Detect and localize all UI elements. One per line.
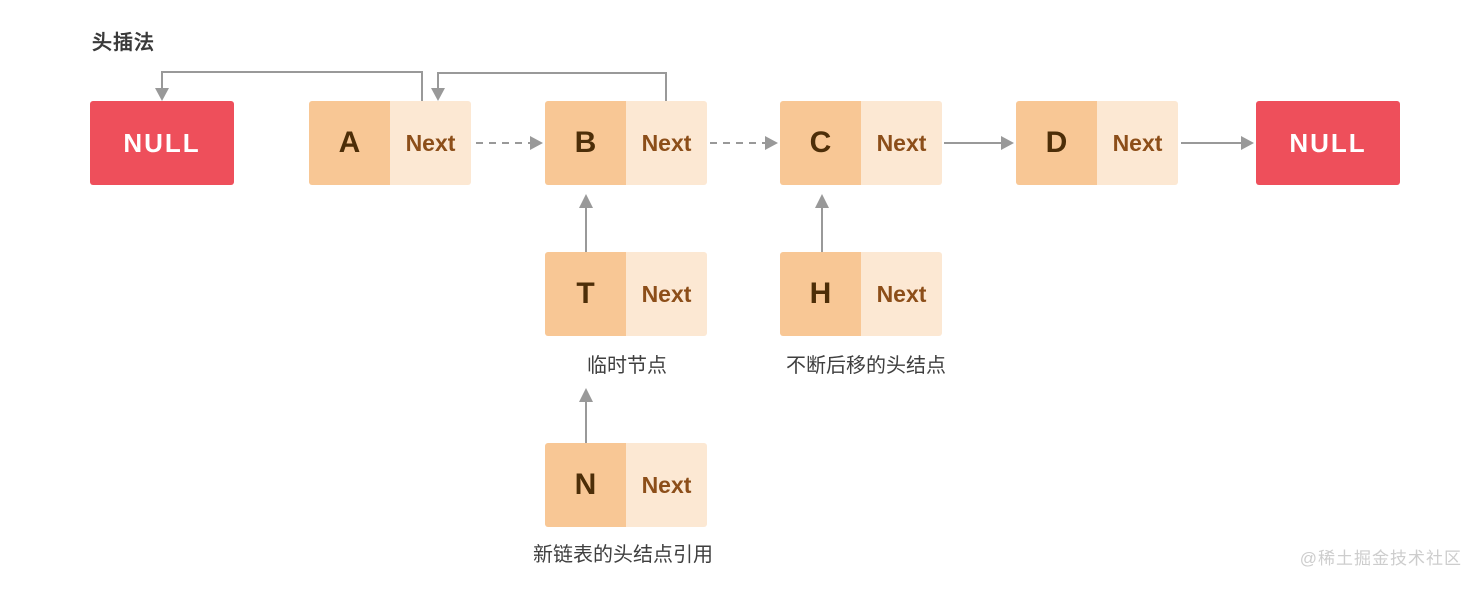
node-c: C Next xyxy=(780,101,942,185)
null-box-left: NULL xyxy=(90,101,234,185)
node-n-letter: N xyxy=(545,443,626,527)
node-c-letter: C xyxy=(780,101,861,185)
node-h-letter: H xyxy=(780,252,861,336)
node-b: B Next xyxy=(545,101,707,185)
arrow-c-to-d xyxy=(944,136,1014,150)
node-t-next: Next xyxy=(626,252,707,336)
node-b-letter: B xyxy=(545,101,626,185)
node-b-next: Next xyxy=(626,101,707,185)
node-a-next: Next xyxy=(390,101,471,185)
arrow-t-to-b xyxy=(579,194,593,252)
node-h-next: Next xyxy=(861,252,942,336)
caption-moving-head: 不断后移的头结点 xyxy=(786,355,946,377)
node-d: D Next xyxy=(1016,101,1178,185)
arrow-n-up xyxy=(579,388,593,443)
node-n: N Next xyxy=(545,443,707,527)
diagram-title: 头插法 xyxy=(92,32,155,54)
arrow-b-to-c-dashed xyxy=(710,136,778,150)
watermark: @稀土掘金技术社区 xyxy=(1299,549,1462,568)
arrow-h-to-c xyxy=(815,194,829,252)
node-a-letter: A xyxy=(309,101,390,185)
node-c-next: Next xyxy=(861,101,942,185)
null-box-right: NULL xyxy=(1256,101,1400,185)
arrow-b-next-to-a xyxy=(431,72,667,101)
caption-new-head-ref: 新链表的头结点引用 xyxy=(533,544,713,566)
node-a: A Next xyxy=(309,101,471,185)
node-h: H Next xyxy=(780,252,942,336)
node-d-next: Next xyxy=(1097,101,1178,185)
caption-temp-node: 临时节点 xyxy=(587,355,667,377)
arrow-a-next-to-null xyxy=(155,71,423,101)
node-d-letter: D xyxy=(1016,101,1097,185)
arrow-d-to-null xyxy=(1181,136,1254,150)
arrow-a-to-b-dashed xyxy=(476,136,543,150)
node-t-letter: T xyxy=(545,252,626,336)
node-t: T Next xyxy=(545,252,707,336)
node-n-next: Next xyxy=(626,443,707,527)
